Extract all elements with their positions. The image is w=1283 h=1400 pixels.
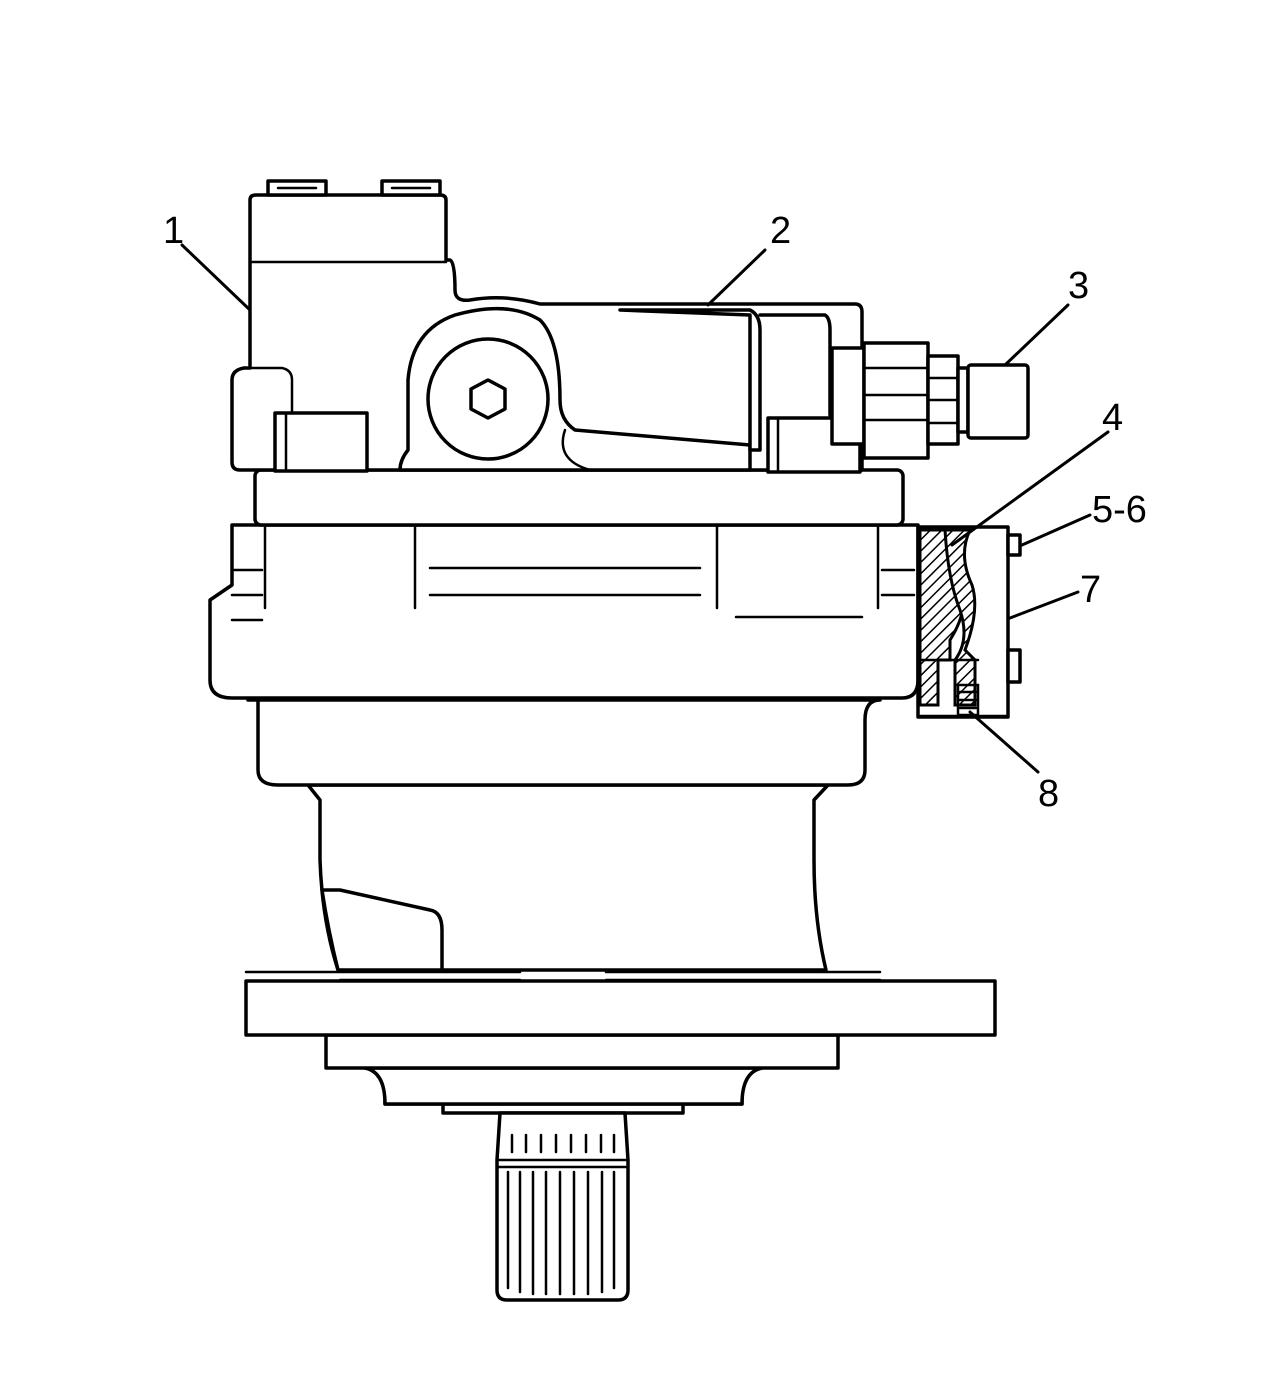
leader-7: [1008, 590, 1080, 620]
callout-8: 8: [1038, 773, 1059, 815]
side-valve-housing: [618, 308, 832, 452]
mounting-flange: [244, 970, 997, 1037]
leader-4: [950, 430, 1110, 547]
sensor-assembly: [830, 341, 1030, 460]
brake-section: [916, 525, 1022, 719]
leader-8: [968, 710, 1040, 774]
motor-middle-housing: [246, 696, 882, 787]
callout-4: 4: [1102, 397, 1123, 439]
pivot-boss: [398, 306, 752, 472]
callout-2: 2: [770, 210, 791, 252]
valve-plate: [253, 468, 905, 527]
callout-7: 7: [1080, 569, 1101, 611]
top-cover: [266, 179, 442, 197]
hex-socket-icon: [469, 378, 507, 420]
callout-5-6: 5-6: [1092, 489, 1147, 531]
callout-1: 1: [163, 210, 184, 252]
shaft-spline-lower: [506, 1170, 616, 1296]
leader-1: [180, 243, 252, 312]
lower-pilot: [324, 1022, 840, 1106]
motor-main-housing: [208, 523, 920, 700]
callout-3: 3: [1068, 265, 1089, 307]
leader-2: [706, 248, 767, 307]
motor-neck: [306, 783, 830, 972]
output-shaft: [441, 1101, 685, 1302]
leader-5-6: [1020, 513, 1092, 547]
callout-labels: 1 2 3 4 5-6 7 8: [163, 210, 1147, 815]
shaft-spline-upper: [510, 1133, 616, 1154]
leader-lines: [180, 243, 1110, 774]
leader-3: [1003, 303, 1070, 367]
